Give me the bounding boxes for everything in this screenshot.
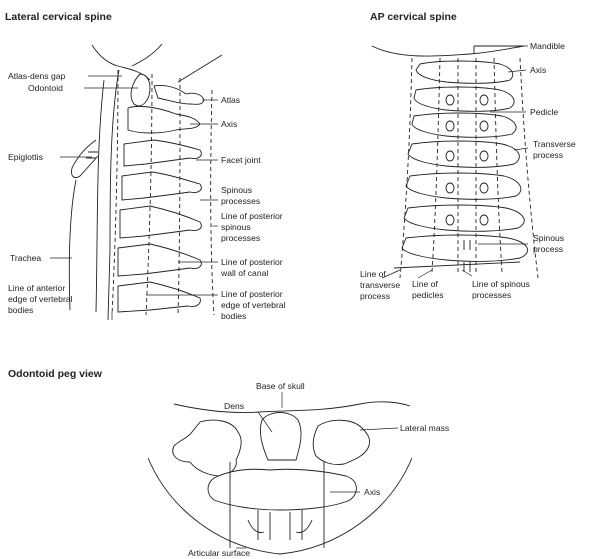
label-base-of-skull: Base of skull [256,381,305,391]
odontoid-drawing [148,402,412,554]
label-articular-surface: Articular surface [188,548,250,558]
label-odontoid: Odontoid [28,83,63,93]
label-line-posterior-edge: Line of posterior edge of vertebral bodi… [221,289,288,321]
label-spinous-processes: Spinous processes [221,185,260,206]
label-facet-joint: Facet joint [221,155,261,165]
label-mandible: Mandible [530,41,565,51]
label-line-anterior-edge: Line of anterior edge of vertebral bodie… [8,283,75,315]
lateral-title: Lateral cervical spine [5,11,112,23]
label-spinous-process: Spinous process [533,233,566,254]
lateral-panel: Lateral cervical spine [5,11,288,321]
label-atlas: Atlas [221,95,240,105]
ap-drawing [372,46,538,278]
ap-title: AP cervical spine [370,11,457,23]
label-line-posterior-spinous: Line of posterior spinous processes [221,211,285,243]
label-line-spinous: Line of spinous processes [472,279,532,300]
label-line-posterior-wall: Line of posterior wall of canal [220,257,285,278]
label-lateral-mass: Lateral mass [400,423,449,433]
label-epiglottis: Epiglottis [8,152,43,162]
label-line-pedicles: Line of pedicles [412,279,444,300]
label-dens: Dens [224,401,244,411]
label-odontoid-axis: Axis [364,487,380,497]
ap-panel: AP cervical spine [360,11,578,301]
odontoid-title: Odontoid peg view [8,368,103,380]
label-axis: Axis [221,119,237,129]
label-ap-axis: Axis [530,65,546,75]
label-line-transverse: Line of transverse process [360,269,403,301]
label-pedicle: Pedicle [530,107,558,117]
label-trachea: Trachea [10,253,41,263]
odontoid-panel: Odontoid peg view [8,368,449,558]
lateral-drawing [69,44,222,320]
label-transverse-process: Transverse process [533,139,578,160]
label-atlas-dens-gap: Atlas-dens gap [8,71,66,81]
